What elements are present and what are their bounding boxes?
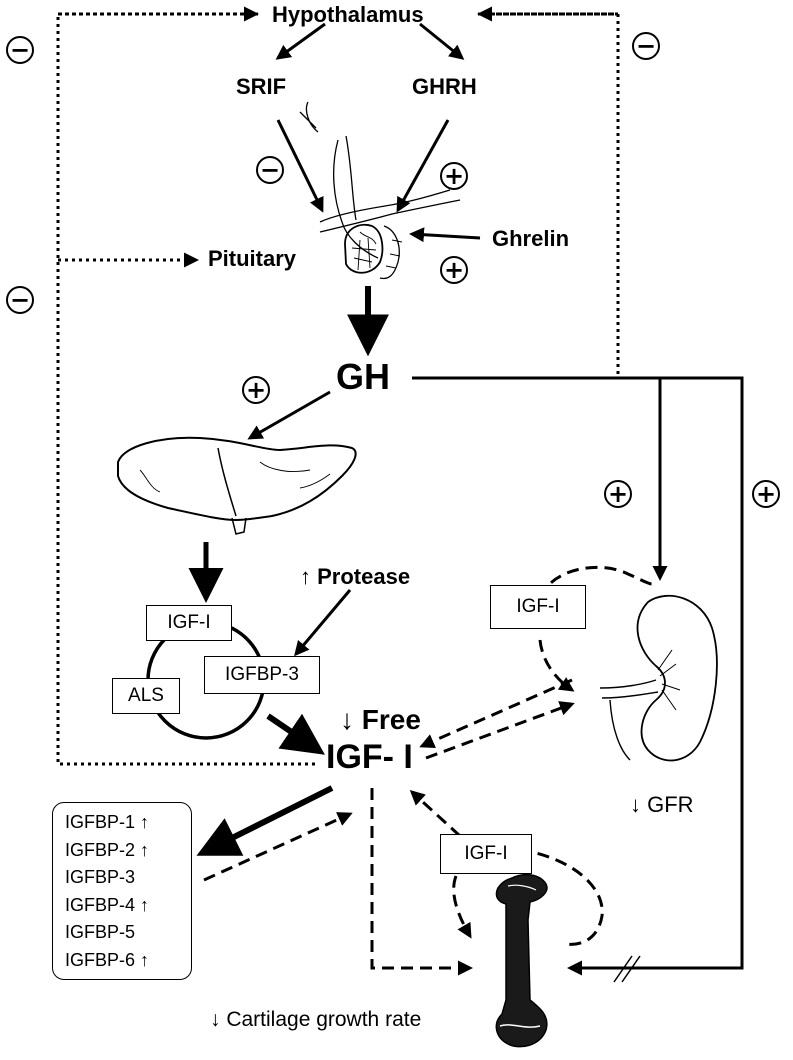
arrow-srif-to-pituitary <box>276 119 324 213</box>
arrow-ghrh-to-pituitary <box>396 119 450 213</box>
gh-label: GH <box>336 356 390 397</box>
liver-drawing <box>117 436 357 535</box>
gh-output-lines <box>247 376 744 976</box>
plus-sign-icon: + <box>752 480 780 508</box>
ghrh-label: GHRH <box>412 74 477 99</box>
bone-igf-loop-right <box>499 846 604 946</box>
kidney-drawing <box>599 594 718 762</box>
ghrelin-label: Ghrelin <box>492 226 570 251</box>
arrow-ghrelin-to-pituitary <box>409 227 481 243</box>
feedback-right-loop <box>478 12 620 378</box>
minus-sign-icon: − <box>632 32 660 60</box>
arrow-to-srif <box>275 22 326 60</box>
igfbp-2-item: IGFBP-2 ↑ <box>65 839 150 860</box>
igf-i-box-kidney: IGF-I <box>490 585 586 629</box>
minus-sign-icon: − <box>6 286 34 314</box>
arrow-gh-to-liver <box>247 390 331 440</box>
pituitary-label: Pituitary <box>208 246 297 271</box>
cartilage-label: ↓ Cartilage growth rate <box>210 1008 422 1031</box>
arrow-igf-to-igfbps <box>196 785 334 856</box>
plus-sign-icon: + <box>440 162 468 190</box>
pituitary-drawing <box>299 101 461 280</box>
kidney-igf-loop <box>419 565 653 760</box>
plus-sign-icon: + <box>242 376 270 404</box>
minus-sign-icon: − <box>256 156 284 184</box>
igfbp3-box: IGFBP-3 <box>204 656 320 694</box>
als-box: ALS <box>112 678 180 714</box>
arrow-to-ghrh <box>419 22 465 60</box>
igfbp-1-item: IGFBP-1 ↑ <box>65 812 150 832</box>
hypothalamic-arrows <box>275 22 481 243</box>
igf-i-box-liver: IGF-I <box>146 605 232 641</box>
negative-feedback-loops <box>56 6 620 766</box>
arrow-bone-igf-to-free-igf <box>409 789 462 838</box>
feedback-left-loop <box>56 12 318 766</box>
gfr-label: ↓ GFR <box>630 792 694 817</box>
arrow-igf-to-bone <box>370 788 473 976</box>
igfbp-6-item: IGFBP-6 ↑ <box>65 949 150 970</box>
interruption-mark <box>613 955 641 983</box>
hypothalamus-label: Hypothalamus <box>272 2 424 27</box>
igfbp-5-item: IGFBP-5 <box>65 922 136 942</box>
igf-i-box-bone: IGF-I <box>440 834 532 874</box>
bone-drawing <box>495 873 548 1048</box>
arrow-protease-to-igfbp3 <box>294 589 352 657</box>
srif-label: SRIF <box>236 74 287 99</box>
arrow-igfbps-to-igf <box>203 812 353 882</box>
line-gh-to-bone <box>412 376 744 970</box>
free-label: ↓ Free <box>340 704 421 735</box>
bone-igf-loop-left <box>452 875 472 939</box>
igfbp-list-box: IGFBP-1 ↑ IGFBP-2 ↑ IGFBP-3 IGFBP-4 ↑ IG… <box>52 802 192 980</box>
igf-i-main-label: IGF- I <box>326 738 413 776</box>
plus-sign-icon: + <box>604 480 632 508</box>
arrow-complex-to-free-igf <box>266 713 325 755</box>
dashed-igf-paths <box>203 788 604 976</box>
plus-sign-icon: + <box>440 256 468 284</box>
minus-sign-icon: − <box>6 36 34 64</box>
igfbp-4-item: IGFBP-4 ↑ <box>65 894 150 915</box>
protease-label: ↑ Protease <box>300 564 411 589</box>
igfbp-3-item: IGFBP-3 <box>65 867 136 887</box>
